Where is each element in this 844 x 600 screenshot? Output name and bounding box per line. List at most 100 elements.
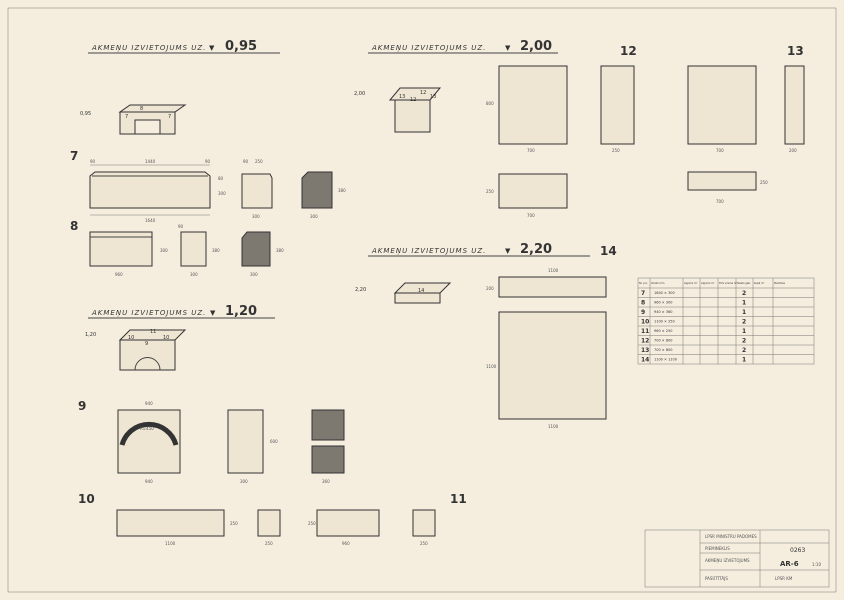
row-number: 13 <box>641 347 649 354</box>
iso-220: 14 <box>393 282 452 304</box>
drawing-text: 380 <box>276 248 284 253</box>
drawing-text: 1100 <box>165 541 176 546</box>
heading-095: AKMEŅU IZVIETOJUMS UZ. ▼ 0,95 <box>88 39 280 54</box>
heading-level: 2,00 <box>520 39 552 54</box>
drawing-text: 700 <box>527 213 535 218</box>
drawing-text: 250 <box>255 159 263 164</box>
drawing-text: 250 <box>420 541 428 546</box>
drawing-text: 700 <box>716 148 724 153</box>
drawing-text: 200 <box>486 286 494 291</box>
drawing-text: 10 <box>128 335 134 341</box>
level-marker-icon: ▼ <box>209 44 215 52</box>
drawing-text: AKMEŅU IZVIETOJUMS <box>705 558 750 563</box>
drawing-text: 1640 <box>145 218 156 223</box>
title-block: LPSR MINISTRU PADOMES PIEMINEKLIS AKMEŅU… <box>644 529 830 588</box>
drawing-text: 300 <box>240 479 248 484</box>
heading-label: AKMEŅU IZVIETOJUMS UZ. <box>371 44 486 52</box>
drawing-text: 90 <box>178 224 184 229</box>
drawing-text: 0263 <box>790 547 805 554</box>
row-size: 700 × 800 <box>654 339 673 343</box>
row-number: 8 <box>641 300 645 307</box>
drawing-text: 800 <box>486 101 494 106</box>
row-quantity: 2 <box>742 338 746 345</box>
row-number: 11 <box>641 328 649 335</box>
stone-number: 7 <box>70 149 78 163</box>
drawing-text: 250 <box>760 180 768 185</box>
drawing-text: 300 <box>250 272 258 277</box>
drawing-text: LPSR KM <box>775 576 793 581</box>
drawing-text: 360 <box>322 479 330 484</box>
drawing-text: 960 <box>342 541 350 546</box>
drawing-text: 300 <box>190 272 198 277</box>
drawing-text: 90 <box>243 159 249 164</box>
drawing-text: 11 <box>150 329 156 335</box>
table-header: Nr. p.k. <box>639 281 648 285</box>
drawing-text: 9 <box>145 341 148 347</box>
row-number: 9 <box>641 309 645 316</box>
stone-13-views: 700 200 700 250 <box>687 65 805 204</box>
drawing-text: 80 <box>218 176 224 181</box>
drawing-text: LPSR MINISTRU PADOMES <box>705 534 757 539</box>
stone-number: 10 <box>78 492 95 506</box>
heading-level: 1,20 <box>225 304 257 319</box>
heading-level: 0,95 <box>225 39 257 54</box>
stone-10-11-views: 1100 250 250 960 250 250 <box>116 509 436 546</box>
iso-095: 8 7 7 <box>118 104 187 135</box>
stone-number: 14 <box>600 244 617 258</box>
iso-200: 12 13 12 13 <box>388 87 442 133</box>
drawing-text: 700 <box>716 199 724 204</box>
drawing-text: 10 <box>163 335 169 341</box>
row-size: 960 × 250 <box>654 329 673 333</box>
drawing-text: PASŪTĪTĀJS <box>705 576 728 581</box>
drawing-text: 14 <box>418 288 424 294</box>
drawing-text: 12 <box>410 97 416 103</box>
stone-number: 12 <box>620 44 637 58</box>
drawing-text: 250 <box>230 521 238 526</box>
row-size: 1100 × 250 <box>654 320 675 324</box>
row-quantity: 1 <box>742 309 746 316</box>
drawing-text: 700 <box>527 148 535 153</box>
row-quantity: 1 <box>742 300 746 307</box>
drawing-text: 250 <box>308 521 316 526</box>
drawing-text: 380 <box>212 248 220 253</box>
drawing-text: 300 <box>218 191 226 196</box>
drawing-text: 600 <box>270 439 278 444</box>
level-mark: 0,95 <box>80 111 91 117</box>
drawing-text: 7 <box>168 114 171 120</box>
heading-label: AKMEŅU IZVIETOJUMS UZ. <box>91 44 206 52</box>
row-quantity: 1 <box>742 328 746 335</box>
stone-12-views: 700 800 250 700 250 <box>486 65 635 218</box>
heading-200: AKMEŅU IZVIETOJUMS UZ. ▼ 2,00 <box>368 39 558 54</box>
table-header: Kopā m³ <box>754 281 764 285</box>
row-number: 7 <box>641 290 645 297</box>
stone-7-views: 90 1440 90 1640 80 300 90 250 300 300 38… <box>89 159 346 223</box>
heading-label: AKMEŅU IZVIETOJUMS UZ. <box>91 309 206 317</box>
row-size: 700 × 800 <box>654 348 673 352</box>
drawing-text: AR-6 <box>780 560 799 568</box>
row-size: 960 × 300 <box>654 301 673 305</box>
level-mark: 2,20 <box>355 287 366 293</box>
drawing-text: 1:10 <box>812 562 821 567</box>
drawing-text: 7 <box>125 114 128 120</box>
drawing-text: 13 <box>399 94 405 100</box>
level-mark: 2,00 <box>354 91 365 97</box>
drawing-text: 960 <box>115 272 123 277</box>
drawing-text: 1100 <box>548 424 559 429</box>
table-header: Tīrā virsma m² <box>719 281 737 285</box>
row-quantity: 2 <box>742 290 746 297</box>
level-mark: 1,20 <box>85 332 96 338</box>
drawing-text: 300 <box>252 214 260 219</box>
level-marker-icon: ▼ <box>505 44 511 52</box>
drawing-text: 250 <box>265 541 273 546</box>
drawing-text: 12 <box>420 90 426 96</box>
drawing-text: 300 <box>160 248 168 253</box>
stone-number: 11 <box>450 492 467 506</box>
iso-120: 10 11 10 9 <box>118 329 187 371</box>
drawing-text: 250 <box>486 189 494 194</box>
heading-120: AKMEŅU IZVIETOJUMS UZ. ▼ 1,20 <box>88 304 275 319</box>
stone-number: 9 <box>78 399 86 413</box>
row-number: 10 <box>641 319 649 326</box>
table-header: Piezīmes <box>774 281 786 285</box>
